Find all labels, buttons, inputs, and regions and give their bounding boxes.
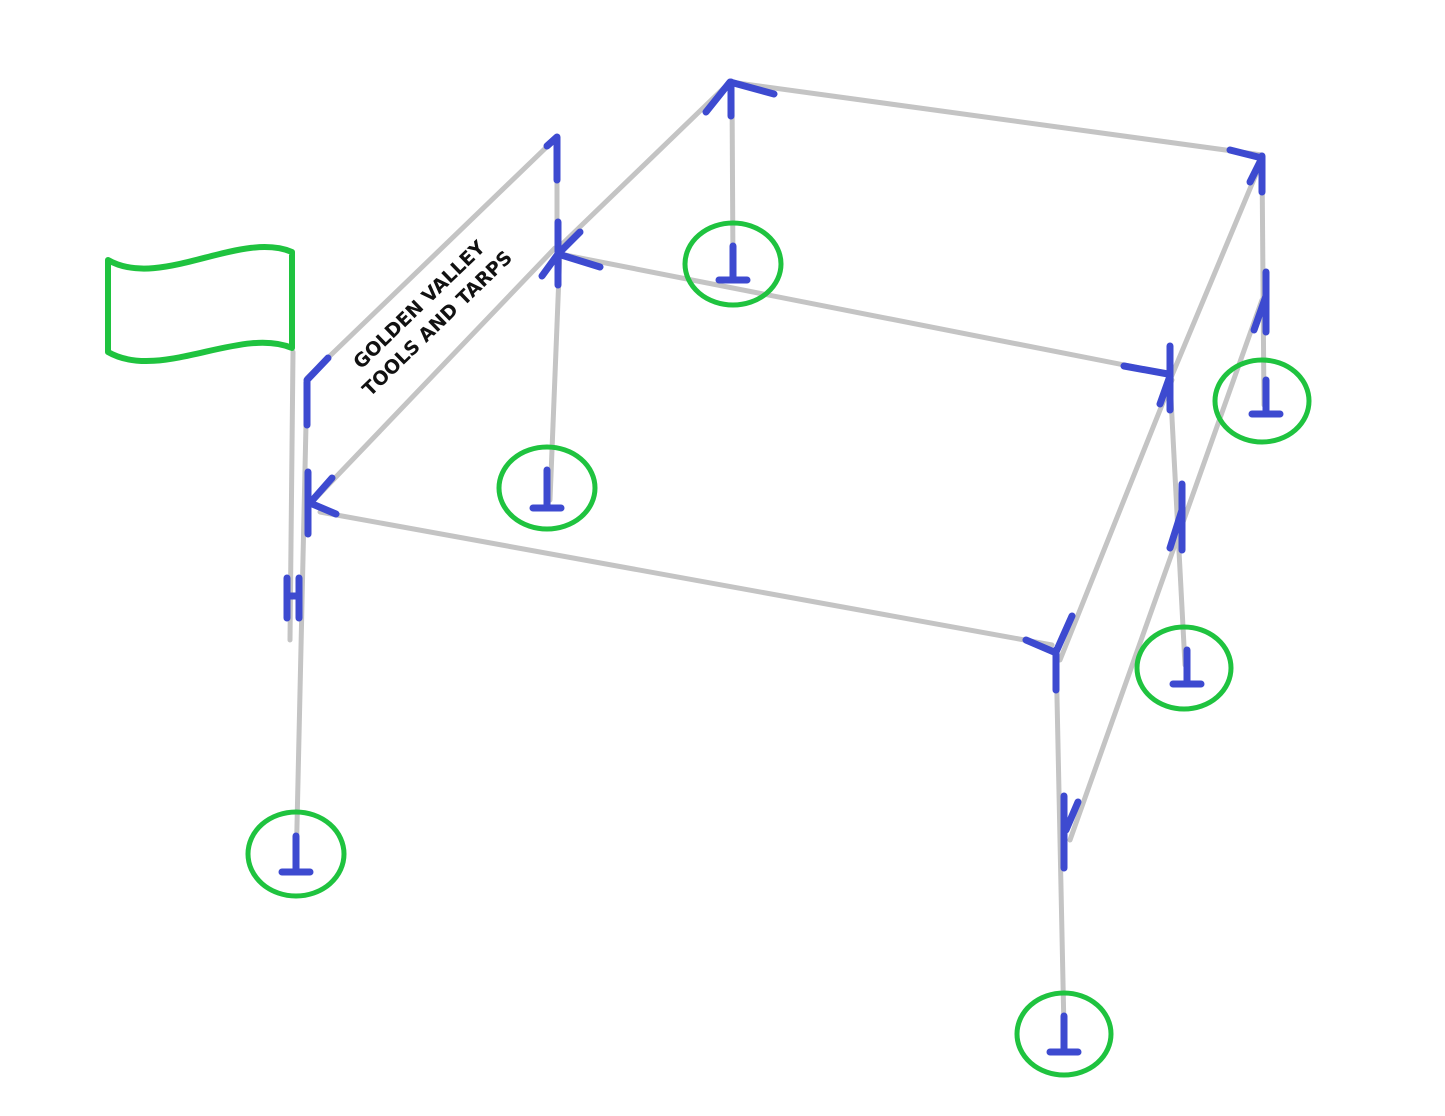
frame-pipes <box>287 79 1267 1033</box>
fitting-front-right-lower <box>1060 792 1082 872</box>
fitting-back-right-corner <box>1226 146 1266 196</box>
circled-foot-plate-icon <box>1134 624 1234 712</box>
pipe-right-side-eave <box>1067 297 1265 843</box>
fitting-banner-top <box>543 133 561 184</box>
fitting-back-left-corner <box>702 78 778 120</box>
pipe-front-left-leg <box>293 377 310 873</box>
pipe-left-back-rafter <box>553 79 733 253</box>
pipe-back-left-leg <box>729 87 736 273</box>
fitting-middle-left-junction <box>538 218 604 289</box>
pipe-banner-bottom <box>309 245 558 505</box>
flag-icon <box>105 244 295 364</box>
pipe-ridge-cross <box>562 252 1168 376</box>
circled-foot-plate-icon <box>496 444 598 532</box>
fitting-right-mid-corner <box>1120 342 1174 414</box>
pipe-back-eave <box>727 79 1265 158</box>
fittings <box>283 78 1270 872</box>
pipe-front-right-leg <box>1053 647 1067 1033</box>
fitting-front-right-corner <box>1022 612 1076 694</box>
fitting-front-left-junction <box>304 468 340 538</box>
pipe-mid-left-leg <box>547 247 563 503</box>
fitting-flag-clamp <box>283 574 303 622</box>
fitting-right-side-upper <box>1250 268 1270 336</box>
pipe-banner-top <box>304 134 560 381</box>
circled-foot-plate-icon <box>1014 990 1114 1078</box>
foot-markers <box>245 220 1312 1078</box>
pipe-front-eave <box>317 509 1055 648</box>
circled-foot-plate-icon <box>245 809 347 899</box>
fitting-right-side-lower <box>1166 480 1186 554</box>
circled-foot-plate-icon <box>682 220 784 308</box>
pipe-right-front-rafter <box>1057 377 1175 663</box>
fitting-front-left-top <box>303 354 332 429</box>
banner-line-2: TOOLS AND TARPS <box>358 247 516 401</box>
circled-foot-plate-icon <box>1212 357 1312 445</box>
pipe-right-back-rafter <box>1167 157 1265 383</box>
